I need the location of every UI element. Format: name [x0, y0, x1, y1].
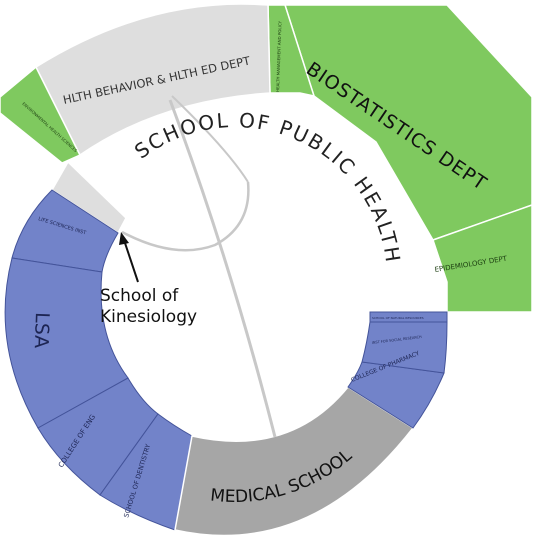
connector-line [168, 99, 277, 438]
label-small-unit: SCHOOL OF NATURAL RESOURCES [372, 316, 424, 320]
label-inst-social-research: INST FOR SOCIAL RESEARCH [372, 335, 423, 345]
callout-line-1: School of [100, 286, 179, 306]
callout-arrowhead [119, 232, 129, 245]
connector-line [121, 181, 250, 252]
segment-hlth-behavior[interactable] [35, 3, 271, 157]
segment-epidemiology[interactable] [432, 203, 533, 313]
segment-small-unit[interactable] [369, 311, 448, 323]
callout-arrow [123, 239, 139, 283]
callout-line-2: Kinesiology [100, 307, 198, 327]
connector-line [171, 95, 249, 183]
label-lsa: LSA [30, 312, 53, 349]
segment-medical-school[interactable] [174, 386, 415, 537]
callout-kinesiology: School of Kinesiology [100, 286, 230, 328]
segment-environmental-health[interactable] [0, 65, 82, 164]
label-health-management: HEALTH MANAGEMENT AND POLICY [275, 20, 282, 92]
